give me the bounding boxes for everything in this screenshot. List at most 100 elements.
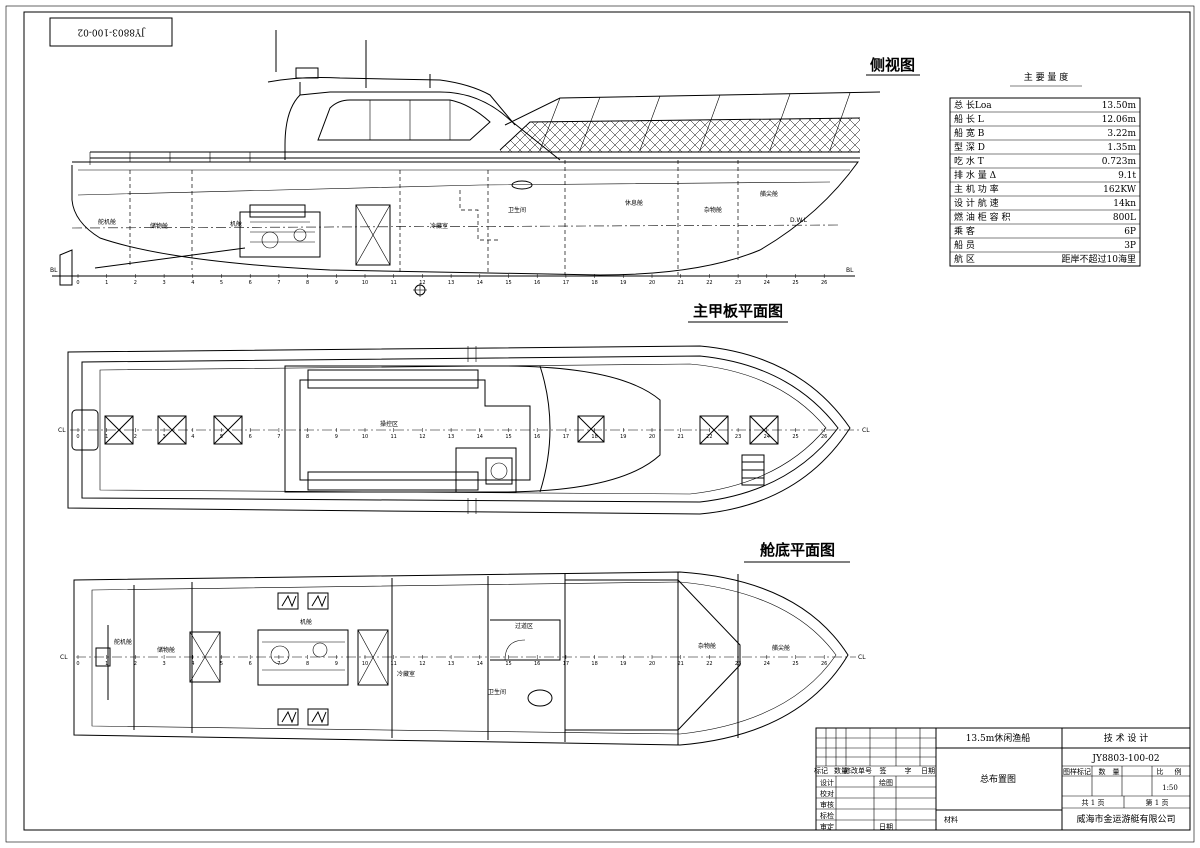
hold-tick: 18 <box>591 661 597 667</box>
spec-key: 航 区 <box>954 253 975 265</box>
drawing-number-text: JY8803-100-02 <box>77 27 145 37</box>
side-tick: 1 <box>105 280 108 286</box>
hold-label-bow: 艏尖舱 <box>772 644 790 652</box>
tb-meta-header: 图样标记 <box>1063 767 1091 776</box>
tb-role-right: 绘图 <box>879 778 893 787</box>
deck-tick: 19 <box>620 434 626 440</box>
side-view: 侧视图 <box>50 30 920 297</box>
deck-tick: 4 <box>191 434 194 440</box>
specs-title: 主 要 量 度 <box>1024 71 1069 83</box>
spec-key: 船 长 L <box>954 113 984 125</box>
hold-engine <box>257 592 349 726</box>
side-hull <box>71 161 859 276</box>
tb-rev-header: 修改单号 <box>844 766 872 775</box>
hold-tick: 25 <box>792 661 798 667</box>
side-label-storage: 储物舱 <box>150 222 168 230</box>
deck-plan-title: 主甲板平面图 <box>693 302 783 320</box>
deck-tick: 23 <box>735 434 741 440</box>
side-tick: 24 <box>764 280 770 286</box>
tb-project: 13.5m休闲渔船 <box>966 732 1031 744</box>
hold-tick: 23 <box>735 661 741 667</box>
side-tick: 2 <box>134 280 137 286</box>
deck-tick: 26 <box>821 434 827 440</box>
side-tick: 16 <box>534 280 540 286</box>
deck-tick: 12 <box>419 434 425 440</box>
hold-label-storage: 储物舱 <box>157 646 175 654</box>
deck-seat-top <box>307 369 479 389</box>
hold-tick: 0 <box>76 661 79 667</box>
deck-cl-left: CL <box>58 427 66 434</box>
side-tick: 14 <box>477 280 483 286</box>
toilet-icon <box>527 689 553 707</box>
side-label-cold: 冷藏室 <box>430 222 448 230</box>
deck-tick: 13 <box>448 434 454 440</box>
deck-cabin-outline <box>284 365 661 493</box>
side-bl-left: BL <box>50 267 58 274</box>
inner-frame <box>23 11 1191 831</box>
spec-value: 800L <box>1113 213 1136 223</box>
deck-tick: 2 <box>134 434 137 440</box>
tb-role: 审核 <box>820 800 834 809</box>
hold-tick: 15 <box>505 661 511 667</box>
tb-number: JY8803-100-02 <box>1091 754 1159 764</box>
spec-value: 0.723m <box>1102 157 1137 167</box>
deck-tick: 8 <box>306 434 309 440</box>
hold-plan-title: 舱底平面图 <box>760 541 835 559</box>
hold-tick: 24 <box>764 661 770 667</box>
hold-tick: 22 <box>706 661 712 667</box>
side-tick: 21 <box>678 280 684 286</box>
tb-phase: 技 术 设 计 <box>1104 732 1149 744</box>
hold-label-engine: 机舱 <box>300 618 312 626</box>
side-dwl-label: D.W.L <box>790 217 808 224</box>
deck-tick: 25 <box>792 434 798 440</box>
tb-company: 威海市金运游艇有限公司 <box>1076 813 1175 825</box>
title-block: 13.5m休闲渔船 技 术 设 计 JY8803-100-02 总布置图 材料 … <box>814 727 1191 831</box>
deck-hatches <box>104 415 779 486</box>
deck-cl-right: CL <box>862 427 870 434</box>
spec-value: 3P <box>1124 241 1136 251</box>
side-tick: 25 <box>792 280 798 286</box>
hold-cl-right: CL <box>858 654 866 661</box>
side-view-title: 侧视图 <box>870 56 915 74</box>
side-tick: 3 <box>163 280 166 286</box>
deck-tick: 24 <box>764 434 770 440</box>
spec-value: 162KW <box>1103 185 1137 195</box>
deck-tick: 16 <box>534 434 540 440</box>
tb-rev-header: 字 <box>905 766 912 775</box>
tb-rev-header: 标记 <box>814 766 828 775</box>
deck-tick: 9 <box>335 434 338 440</box>
hold-tick: 11 <box>391 661 397 667</box>
spec-value: 9.1t <box>1118 171 1136 181</box>
side-engine <box>239 204 321 258</box>
side-tick: 12 <box>419 280 425 286</box>
hold-label-steering: 舵机舱 <box>114 638 132 646</box>
drawing-number-box <box>49 17 173 47</box>
spec-value: 1.35m <box>1107 143 1136 153</box>
deck-tick: 15 <box>505 434 511 440</box>
tb-meta-header: 量 <box>1113 768 1120 776</box>
hold-label-cold: 冷藏室 <box>397 670 415 678</box>
spec-value: 12.06m <box>1102 115 1137 125</box>
hold-tick: 20 <box>649 661 655 667</box>
spec-value: 距岸不超过10海里 <box>1062 253 1136 265</box>
hold-tick: 14 <box>477 661 483 667</box>
tb-rev-header: 日期 <box>921 767 935 775</box>
hold-tick: 6 <box>249 661 252 667</box>
side-label-bow: 艏尖舱 <box>760 190 778 198</box>
side-cabin <box>284 91 561 161</box>
deck-tick: 18 <box>591 434 597 440</box>
hold-tick: 19 <box>620 661 626 667</box>
tb-scale: 1:50 <box>1162 784 1178 792</box>
side-tick: 23 <box>735 280 741 286</box>
side-tick: 11 <box>391 280 397 286</box>
side-tick: 8 <box>306 280 309 286</box>
spec-key: 总 长Loa <box>954 99 992 111</box>
deck-hull <box>67 345 851 515</box>
side-tick: 19 <box>620 280 626 286</box>
hold-label-toilet: 卫生间 <box>488 688 506 696</box>
side-bl-right: BL <box>846 267 854 274</box>
tb-rev-header: 数量 <box>834 766 848 775</box>
